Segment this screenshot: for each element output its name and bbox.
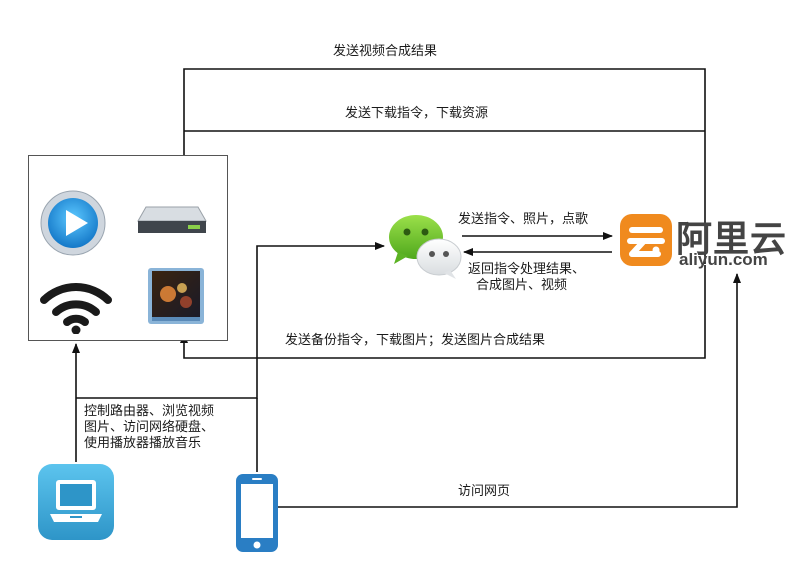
flow-laptop-to-wechat bbox=[76, 242, 385, 399]
flow-backup bbox=[180, 265, 706, 359]
label-visit-web: 访问网页 bbox=[458, 484, 511, 499]
control-line-2: 图片、访问网络硬盘、 bbox=[84, 420, 215, 435]
control-line-1: 控制路由器、浏览视频 bbox=[84, 404, 215, 419]
aliyun-logo-icon bbox=[620, 214, 672, 266]
label-control: 控制路由器、浏览视频 图片、访问网络硬盘、 使用播放器播放音乐 bbox=[84, 404, 214, 452]
play-button-icon bbox=[40, 190, 106, 256]
label-backup: 发送备份指令，下载图片；发送图片合成结果 bbox=[285, 333, 546, 348]
flow-phone-to-cloud bbox=[278, 273, 741, 508]
laptop-icon bbox=[38, 464, 114, 540]
label-send-to-cloud: 发送指令、照片，点歌 bbox=[458, 212, 589, 227]
return-line-1: 返回指令处理结果、 bbox=[468, 262, 586, 277]
aliyun-name: 阿里云 bbox=[676, 219, 788, 260]
return-line-2: 合成图片、视频 bbox=[476, 278, 568, 293]
label-video-result: 发送视频合成结果 bbox=[333, 44, 438, 59]
label-return-results: 返回指令处理结果、 合成图片、视频 bbox=[468, 262, 585, 294]
wifi-icon bbox=[40, 283, 112, 334]
hard-drive-icon bbox=[137, 206, 207, 233]
label-download-command: 发送下载指令，下载资源 bbox=[345, 106, 489, 121]
wechat-icon bbox=[389, 215, 462, 279]
control-line-3: 使用播放器播放音乐 bbox=[84, 436, 202, 451]
aliyun-url: aliyun.com bbox=[679, 250, 768, 269]
smartphone-icon bbox=[236, 474, 278, 552]
photo-icon bbox=[148, 268, 204, 324]
